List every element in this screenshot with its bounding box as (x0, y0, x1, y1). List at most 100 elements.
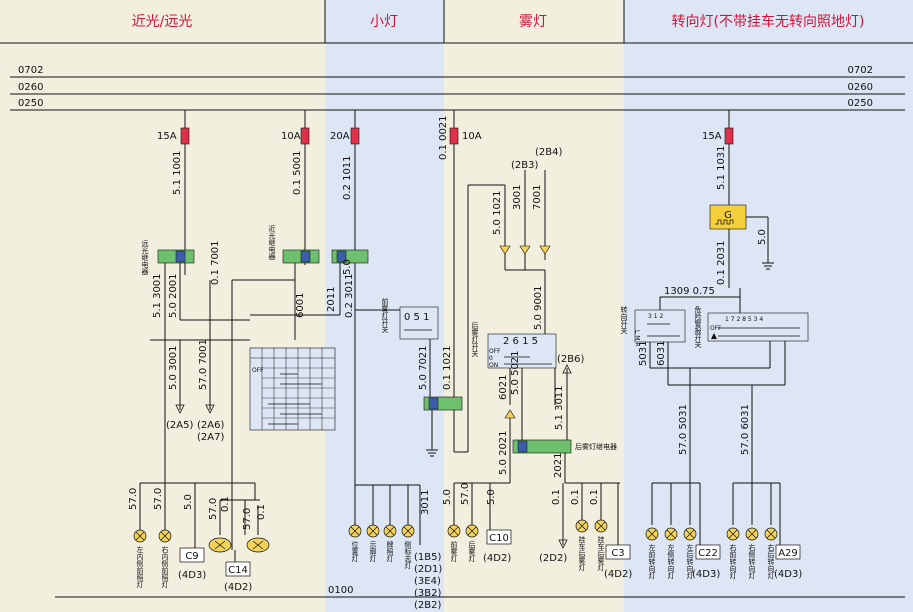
wire-label-5-0b: 5.0 (342, 259, 353, 275)
ref-4d2-b: (4D2) (483, 553, 511, 564)
headlamp-1-cross (214, 540, 226, 550)
ground-label: 0100 (328, 585, 353, 596)
lamp-l1-cross (135, 531, 145, 541)
connector-blocks: C9 (4D3) C14 (4D2) C10 (4D2) C3 (4D2) C2… (178, 529, 802, 593)
lamp-wire-13: 0.1 (589, 489, 600, 505)
fuse-15a-turn (724, 127, 734, 145)
ref-4d2-c: (4D2) (604, 569, 632, 580)
ref-4d3-b: (4D3) (692, 569, 720, 580)
lamp-l8-label: 后雾灯 (468, 540, 476, 563)
wire-label-5-1-3011: 5.1 3011 (554, 385, 565, 430)
wire-label-3001: 3001 (512, 185, 523, 210)
wire-label-57-0-6031: 57.0 6031 (740, 404, 751, 455)
connector-c14-label: C14 (228, 565, 248, 576)
wire-label-7001: 7001 (532, 185, 543, 210)
lamp-l16-cross (766, 529, 776, 539)
wire-label-0-2-3011: 0.2 3011 (344, 273, 355, 318)
ground-bus: 0100 (55, 585, 905, 598)
rear-fog-switch: 后雾灯开关 2 6 1 5 OFF 0 ON (2B6) 6021 5.0 50… (471, 321, 620, 484)
lamp-wire-9: 57.0 (460, 483, 471, 505)
power-rails: 0702 0260 0250 0702 0260 0250 (10, 65, 905, 111)
wire-label-1001: 5.1 1001 (172, 150, 183, 195)
fuse-label-3: 20A (330, 131, 350, 142)
wire-label-2021: 2021 (553, 453, 564, 478)
relay-small-light-coil (336, 250, 347, 263)
relay-lowbeam-coil (300, 250, 311, 263)
lamp-l4-cross (368, 526, 378, 536)
diode-1-icon (499, 245, 511, 255)
lamp-wire-4: 57.0 (208, 498, 219, 520)
wire-label-2011: 2011 (326, 287, 337, 312)
lamp-l8-cross (467, 526, 477, 536)
headlight-wiring: 5.1 1001 0.1 5001 远光继电器 近光继电器 5.1 3001 5… (141, 144, 400, 550)
flasher-pulse-icon (715, 219, 734, 225)
rear-fog-switch-label: 后雾灯开关 (471, 321, 479, 358)
header-turn-lights: 转向灯(不带挂车无转向照地灯) (672, 13, 865, 30)
rail-label-right-0250: 0250 (848, 98, 873, 109)
lamp-l10-cross (596, 521, 606, 531)
ref-2a5: (2A5) (166, 420, 193, 431)
connector-a29 (775, 544, 801, 560)
front-fog-switch: 前雾灯开关 0 5 1 5.0 7021 0.1 1021 (381, 144, 505, 457)
bottom-refs: (1B5) (2D1) (3E4) (3B2) (2B2) (2D2) (414, 552, 567, 611)
lamp-wire-8: 5.0 (442, 489, 453, 505)
lamp-l6-label: 侧标志灯 (404, 540, 412, 570)
section-bg-headlights (0, 0, 325, 612)
wire-label-5-0-7021: 5.0 7021 (418, 345, 429, 390)
fuses: 15A 10A 20A 10A 15A (157, 110, 734, 145)
headlight-switch: OFF (249, 347, 336, 431)
lamp-l2-cross (160, 531, 170, 541)
lamp-wire-5: 0.1 (220, 496, 231, 512)
lamp-wire-1: 57.0 (128, 488, 139, 510)
connector-c9-label: C9 (185, 551, 198, 562)
wire-label-57-0-5031: 57.0 5031 (678, 404, 689, 455)
front-fog-switch-label: 前雾灯开关 (381, 297, 389, 334)
flasher-label: G (724, 210, 732, 221)
lamp-l12-label: 左侧转向灯 (667, 543, 675, 580)
lamp-l9-cross (577, 521, 587, 531)
lamp-group: 左内侧前照灯右内侧前照灯位置灯示廓灯牌照灯侧标志灯前雾灯后雾灯挂车后雾灯挂车后雾… (133, 519, 778, 589)
headlight-switch-off-label: OFF (252, 367, 264, 374)
lamp-l14-cross (728, 529, 738, 539)
connector-c22-label: C22 (698, 548, 718, 559)
hazard-switch-positions: 1 7 2 8 5 3 4 (725, 316, 763, 323)
ref-2d1: (2D1) (414, 564, 442, 575)
lamp-l5-label: 牌照灯 (386, 540, 394, 563)
lamp-l15-cross (747, 529, 757, 539)
ref-3b2: (3B2) (414, 588, 441, 599)
rear-fog-zero-label: 0 (489, 355, 493, 362)
rail-label-right-0702: 0702 (848, 65, 873, 76)
front-fog-switch-body (399, 306, 439, 340)
rail-label-right-0260: 0260 (848, 82, 873, 93)
wire-label-5031: 5031 (638, 341, 649, 366)
ref-4d3-a: (4D3) (178, 570, 206, 581)
rear-fog-off-label: OFF (489, 348, 501, 355)
diode-2-icon (519, 245, 531, 255)
connector-c10-label: C10 (489, 533, 509, 544)
wire-label-57-0-7001: 57.0 7001 (198, 339, 209, 390)
header-fog-lights: 雾灯 (519, 14, 547, 30)
lamp-l13-cross (685, 529, 695, 539)
lamp-l1-label: 左内侧前照灯 (136, 545, 144, 589)
lamp-l14-label: 右前转向灯 (729, 543, 737, 580)
lamp-wire-3: 5.0 (183, 494, 194, 510)
lamp-l9-label: 挂车后雾灯 (578, 535, 586, 572)
wire-label-5-0-9001: 5.0 9001 (533, 285, 544, 330)
relay-lowbeam-label: 近光继电器 (268, 224, 276, 261)
lamp-l11-cross (647, 529, 657, 539)
turn-switch-label: 转向开关 (620, 305, 628, 335)
headlamp-2-cross (252, 540, 264, 550)
header-row: 近光/远光 小灯 雾灯 转向灯(不带挂车无转向照地灯) (0, 0, 913, 44)
wire-label-1031: 5.1 1031 (716, 145, 727, 190)
relay-highbeam-coil (175, 250, 186, 263)
header-small-lights: 小灯 (370, 14, 398, 30)
lamp-l5-cross (385, 526, 395, 536)
lamp-l11-label: 左前转向灯 (648, 543, 656, 580)
ref-2b3: (2B3) (511, 160, 538, 171)
header-headlights: 近光/远光 (132, 14, 193, 30)
ref-2a7: (2A7) (197, 432, 224, 443)
relay-highbeam-label: 远光继电器 (141, 240, 149, 276)
section-bg-fog-lights (444, 0, 624, 612)
wire-label-6001: 6001 (295, 293, 306, 318)
